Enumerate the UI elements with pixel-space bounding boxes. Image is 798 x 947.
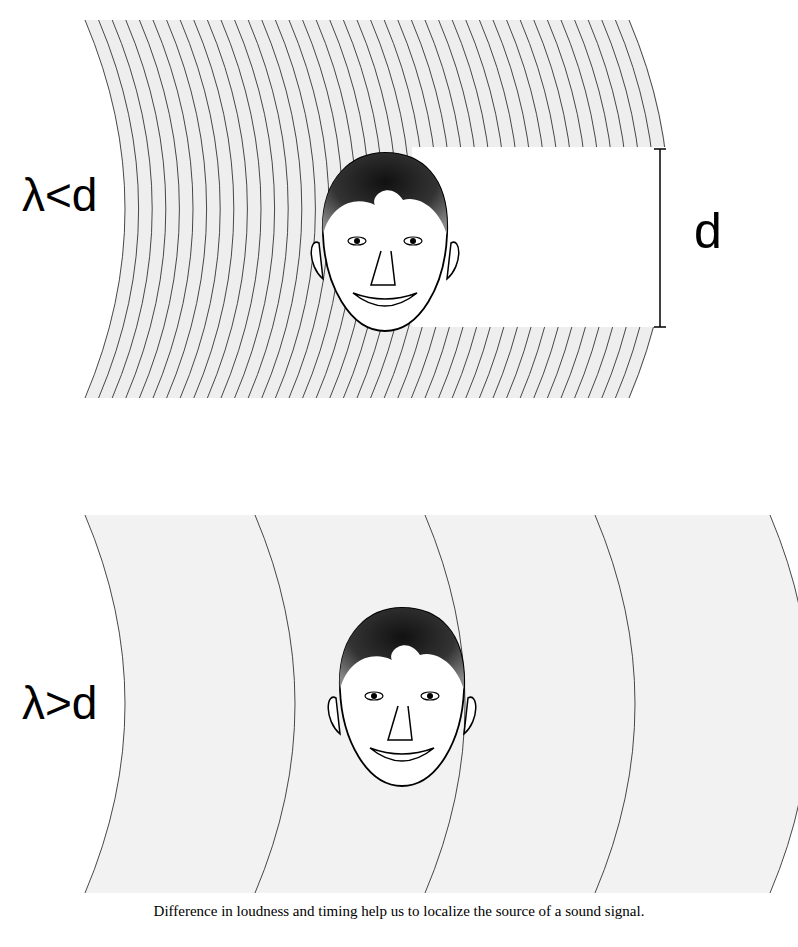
figure-caption: Difference in loudness and timing help u… — [8, 902, 790, 920]
head — [311, 153, 459, 331]
wavefront — [595, 515, 635, 893]
wavelength-condition: λ>d — [22, 680, 97, 726]
long-wavefronts — [85, 515, 798, 893]
head — [328, 608, 476, 786]
dimension-label: d — [694, 206, 722, 256]
wavefront — [770, 515, 798, 893]
dimension-bracket — [654, 149, 666, 327]
sound-shadow — [412, 147, 702, 327]
wavelength-condition: λ<d — [22, 172, 97, 218]
wavefront — [255, 515, 295, 893]
